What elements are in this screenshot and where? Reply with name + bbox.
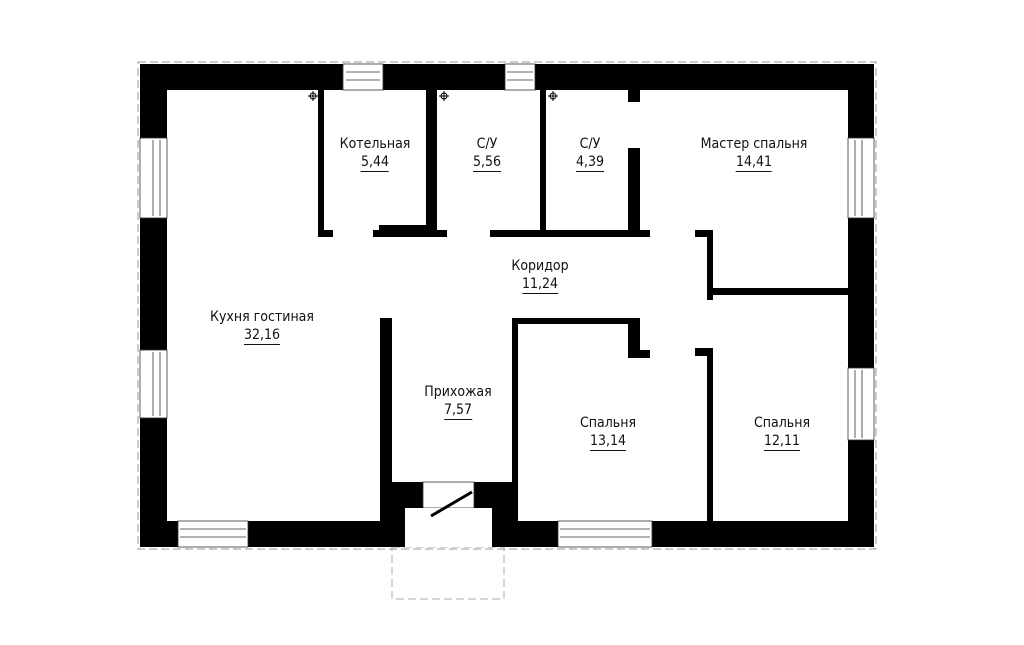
room-bathroom-2: С/У 4,39 [575,135,605,172]
riser-markers [308,91,558,101]
room-name: Коридор [511,258,569,274]
room-corridor: Коридор 11,24 [511,257,569,294]
room-name: Котельная [339,136,411,152]
room-area: 13,14 [589,433,627,451]
room-bathroom-1: С/У 5,56 [472,135,502,172]
room-bedroom-1: Спальня 13,14 [580,414,636,451]
room-area: 5,44 [360,154,390,172]
room-area: 12,11 [763,433,801,451]
room-area: 32,16 [243,327,281,345]
room-name: Прихожая [424,384,492,400]
room-boiler: Котельная 5,44 [339,135,411,172]
room-area: 14,41 [735,154,773,172]
porch-outline [391,546,505,600]
room-master-bedroom: Мастер спальня 14,41 [700,135,808,172]
room-kitchen-living: Кухня гостиная 32,16 [210,308,314,345]
room-name: С/У [579,136,601,152]
room-bedroom-2: Спальня 12,11 [754,414,810,451]
room-name: Мастер спальня [700,136,808,152]
room-area: 5,56 [472,154,502,172]
entrance-door [430,490,473,518]
room-name: Спальня [579,415,637,431]
windows [139,63,875,548]
room-area: 7,57 [443,402,473,420]
room-area: 11,24 [521,276,559,294]
room-hallway: Прихожая 7,57 [424,383,492,420]
room-area: 4,39 [575,154,605,172]
room-name: С/У [476,136,498,152]
room-name: Кухня гостиная [210,309,314,325]
room-name: Спальня [753,415,811,431]
